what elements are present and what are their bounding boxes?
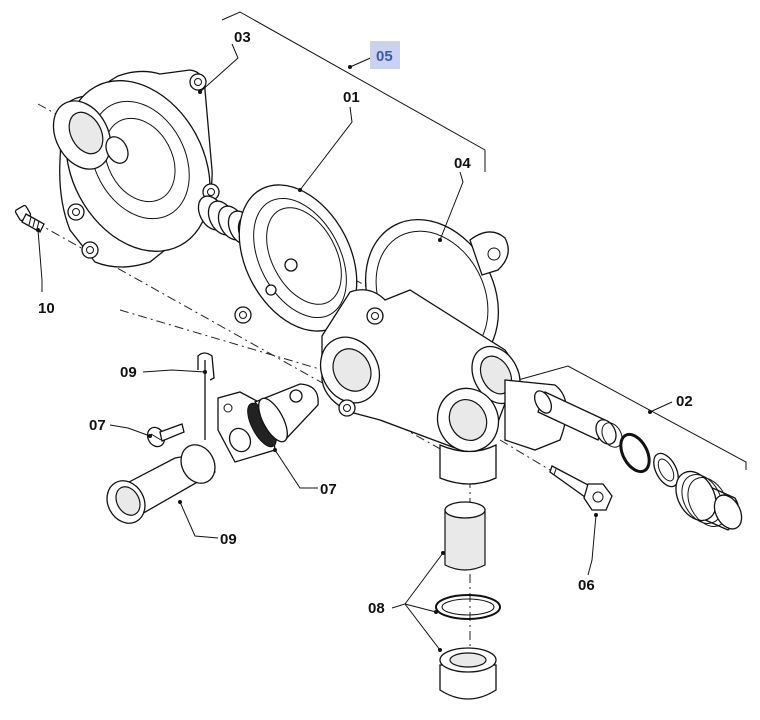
label-04: 04: [454, 155, 471, 172]
leader-dots: [36, 65, 652, 652]
label-03: 03: [234, 29, 251, 46]
label-07-screw: 07: [89, 417, 106, 434]
part-03-cover: [52, 69, 220, 268]
part-04-valve-body: [319, 218, 567, 485]
label-08: 08: [368, 600, 385, 617]
assembly-02-bracket: [510, 365, 747, 470]
label-09-clip: 09: [120, 364, 137, 381]
part-09-clip: [197, 352, 215, 440]
part-08-strainer-set: [435, 501, 501, 700]
part-06-needle-valve: [549, 465, 613, 511]
label-07-cartridge: 07: [320, 481, 337, 498]
part-02-plunger-assembly: [533, 390, 743, 531]
callout-labels: 03 05 01 04 10 09 02 07 07 09 06 08: [38, 29, 693, 617]
label-09-sleeve: 09: [220, 531, 237, 548]
part-07-screw: [146, 423, 185, 448]
label-10: 10: [38, 300, 55, 317]
part-09-sleeve: [106, 444, 216, 524]
part-07-cartridge: [217, 383, 319, 463]
label-06: 06: [578, 577, 595, 594]
label-01: 01: [343, 89, 360, 106]
label-05: 05: [376, 48, 393, 65]
highlight-05: [370, 41, 400, 69]
label-02: 02: [676, 393, 693, 410]
leader-lines: [37, 43, 597, 651]
part-10-screw: [14, 204, 45, 233]
